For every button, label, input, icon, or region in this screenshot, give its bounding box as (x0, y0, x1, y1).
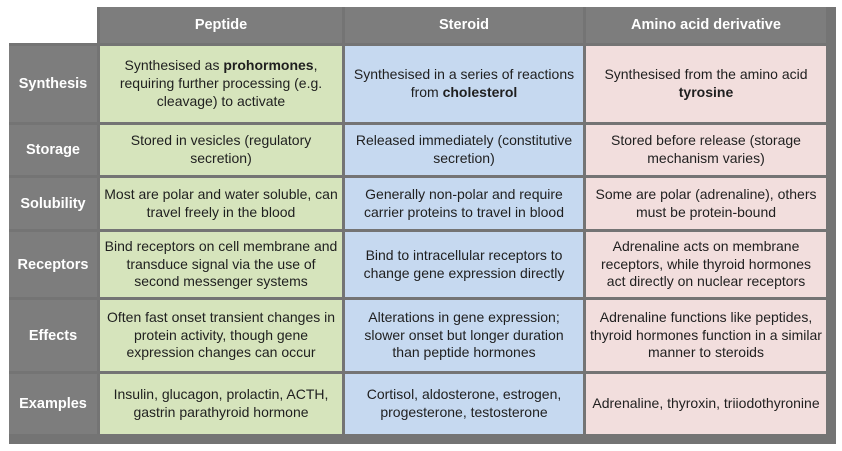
row-label-effects: Effects (9, 300, 97, 371)
row-label-solubility: Solubility (9, 178, 97, 229)
cell-text-segment: Stored in vesicles (regulatory secretion… (130, 132, 312, 166)
cell-examples-amino-acid-derivative: Adrenaline, thyroxin, triiodothyronine (586, 374, 826, 434)
cell-effects-amino-acid-derivative: Adrenaline functions like peptides, thyr… (586, 300, 826, 371)
table-corner-cell (9, 7, 97, 43)
cell-text-segment: Adrenaline, thyroxin, triiodothyronine (592, 395, 820, 412)
row-label-receptors: Receptors (9, 232, 97, 297)
cell-effects-steroid: Alterations in gene expression; slower o… (345, 300, 583, 371)
column-header-peptide: Peptide (100, 7, 342, 43)
cell-examples-peptide: Insulin, glucagon, prolactin, ACTH, gast… (100, 374, 342, 434)
cell-receptors-steroid: Bind to intracellular receptors to chang… (345, 232, 583, 297)
cell-text-segment: , requiring further processing (e.g. cle… (119, 57, 323, 109)
hormone-comparison-table: Peptide Steroid Amino acid derivative Sy… (9, 7, 836, 444)
cell-text-segment: Generally non-polar and require carrier … (364, 185, 564, 220)
cell-effects-peptide: Often fast onset transient changes in pr… (100, 300, 342, 371)
cell-solubility-amino-acid-derivative: Some are polar (adrenaline), others must… (586, 178, 826, 229)
cell-text-segment: Bind to intracellular receptors to chang… (363, 246, 565, 281)
cell-text-segment: Bind receptors on cell membrane and tran… (104, 237, 338, 290)
cell-examples-steroid: Cortisol, aldosterone, estrogen, progest… (345, 374, 583, 434)
cell-text-segment: Synthesised as (124, 57, 224, 74)
cell-text-segment: Stored before release (storage mechanism… (611, 132, 801, 166)
cell-storage-steroid: Released immediately (constitutive secre… (345, 125, 583, 175)
column-header-steroid: Steroid (345, 7, 583, 43)
cell-storage-peptide: Stored in vesicles (regulatory secretion… (100, 125, 342, 175)
cell-text-segment: Some are polar (adrenaline), others must… (595, 185, 817, 220)
cell-text-segment: tyrosine (678, 84, 734, 100)
cell-text-segment: Insulin, glucagon, prolactin, ACTH, gast… (113, 386, 329, 420)
cell-text-segment: Synthesised from the amino acid (604, 66, 808, 83)
column-header-amino-acid-derivative: Amino acid derivative (586, 7, 826, 43)
cell-text-segment: Adrenaline acts on membrane receptors, w… (600, 237, 812, 290)
cell-synthesis-peptide: Synthesised as prohormones, requiring fu… (100, 46, 342, 122)
cell-receptors-amino-acid-derivative: Adrenaline acts on membrane receptors, w… (586, 232, 826, 297)
cell-storage-amino-acid-derivative: Stored before release (storage mechanism… (586, 125, 826, 175)
cell-text-segment: Most are polar and water soluble, can tr… (104, 185, 338, 220)
cell-text-segment: Cortisol, aldosterone, estrogen, progest… (366, 386, 562, 420)
cell-text-segment: Often fast onset transient changes in pr… (106, 308, 336, 361)
cell-text-segment: Alterations in gene expression; slower o… (364, 308, 564, 361)
cell-synthesis-amino-acid-derivative: Synthesised from the amino acid tyrosine (586, 46, 826, 122)
cell-receptors-peptide: Bind receptors on cell membrane and tran… (100, 232, 342, 297)
cell-synthesis-steroid: Synthesised in a series of reactions fro… (345, 46, 583, 122)
cell-text-segment: Synthesised in a series of reactions fro… (353, 66, 575, 100)
cell-text-segment: Released immediately (constitutive secre… (355, 132, 573, 166)
cell-text-segment: prohormones (223, 57, 314, 74)
row-label-examples: Examples (9, 374, 97, 434)
row-label-synthesis: Synthesis (9, 46, 97, 122)
cell-text-segment: cholesterol (442, 84, 518, 100)
cell-solubility-peptide: Most are polar and water soluble, can tr… (100, 178, 342, 229)
row-label-storage: Storage (9, 125, 97, 175)
cell-text-segment: Adrenaline functions like peptides, thyr… (590, 308, 822, 361)
cell-solubility-steroid: Generally non-polar and require carrier … (345, 178, 583, 229)
